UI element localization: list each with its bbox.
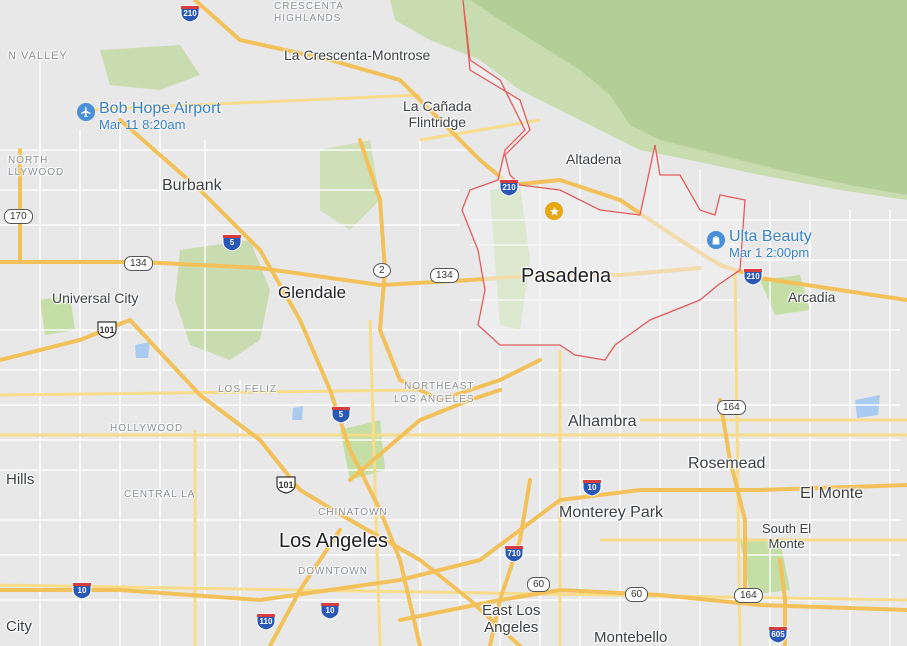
label-el-monte[interactable]: El Monte [800, 485, 864, 502]
label-la-crescenta[interactable]: La Crescenta-Montrose [284, 47, 431, 63]
poi-airport-name: Bob Hope Airport [99, 100, 221, 117]
label-crescenta: CRESCENTA [274, 1, 344, 12]
label-east-los-angeles-line1: East Los [482, 602, 541, 619]
label-northeast-la: LOS ANGELES [394, 394, 475, 405]
interstate-10-east-number: 10 [587, 483, 597, 492]
interstate-605-number: 605 [771, 630, 785, 639]
label-monterey-park[interactable]: Monterey Park [559, 504, 664, 521]
national-forest-area [470, 0, 907, 195]
us-route-101-south-number: 101 [278, 480, 294, 490]
state-route-2-icon: 2 [373, 263, 391, 278]
label-la-canada-line1: La Cañada [403, 98, 472, 114]
interstate-110-number: 110 [259, 617, 273, 626]
interstate-10-shield-icon: 10 [320, 600, 340, 620]
state-route-60-west-icon: 60 [527, 577, 551, 592]
label-east-los-angeles[interactable]: East Los Angeles [482, 602, 540, 637]
poi-ulta-beauty[interactable]: Ulta Beauty Mar 1 2:00pm [707, 228, 812, 260]
pasadena-boundary [461, 0, 746, 361]
interstate-710-number: 710 [507, 549, 521, 558]
interstate-210-shield-icon: 210 [499, 177, 519, 197]
label-chinatown: CHINATOWN [318, 507, 388, 518]
starred-place-star-icon[interactable] [545, 202, 563, 220]
label-north-hollywood-1: NORTH [8, 155, 49, 166]
interstate-10-center-number: 10 [325, 606, 335, 615]
interstate-5-shield-icon: 5 [222, 232, 242, 252]
label-south-el-monte-line1: South El [762, 521, 812, 536]
interstate-5-north-number: 5 [229, 238, 235, 247]
label-altadena[interactable]: Altadena [566, 151, 622, 167]
lake-east [855, 395, 880, 418]
state-route-60-east-icon: 60 [625, 587, 649, 602]
label-northeast: NORTHEAST [404, 381, 475, 392]
reservoir-west [135, 342, 150, 358]
griffith-park [175, 240, 270, 360]
label-hollywood: HOLLYWOOD [110, 423, 184, 434]
label-universal-city[interactable]: Universal City [52, 290, 139, 306]
silver-lake [292, 406, 303, 420]
poi-ulta-detail: Mar 1 2:00pm [729, 244, 810, 260]
interstate-10-shield-icon: 10 [72, 580, 92, 600]
interstate-210-shield-icon: 210 [180, 3, 200, 23]
label-n-valley: N VALLEY [8, 50, 68, 62]
label-east-los-angeles-line2: Angeles [484, 619, 539, 637]
label-los-angeles[interactable]: Los Angeles [279, 530, 388, 552]
label-rosemead[interactable]: Rosemead [688, 455, 766, 472]
label-arcadia[interactable]: Arcadia [788, 289, 836, 305]
poi-airport-detail: Mar 11 8:20am [99, 116, 186, 132]
us-route-101-north-number: 101 [99, 325, 115, 335]
label-los-feliz: LOS FELIZ [218, 384, 278, 395]
label-highlands: HIGHLANDS [274, 13, 342, 24]
us-route-101-south-icon: 101 [275, 476, 297, 494]
interstate-110-shield-icon: 110 [256, 611, 276, 631]
interstate-5-shield-icon: 5 [331, 404, 351, 424]
state-route-164-north-icon: 164 [717, 400, 746, 415]
label-north-hollywood-2: LLYWOOD [8, 167, 65, 178]
interstate-210-top-number: 210 [183, 9, 197, 18]
interstate-605-shield-icon: 605 [768, 624, 788, 644]
label-south-el-monte-line2: Monte [768, 535, 805, 551]
state-route-164-south-icon: 164 [734, 588, 763, 603]
verdugo-mountains [320, 140, 380, 230]
airplane-icon [77, 103, 95, 121]
interstate-210-shield-icon: 210 [743, 266, 763, 286]
state-route-170-icon: 170 [4, 209, 33, 224]
us-route-101-north-icon: 101 [96, 321, 118, 339]
park-west [40, 295, 75, 335]
poi-bob-hope-airport[interactable]: Bob Hope Airport Mar 11 8:20am [77, 100, 221, 132]
interstate-5-south-number: 5 [338, 410, 344, 419]
state-route-134-west-icon: 134 [124, 256, 153, 271]
label-downtown: DOWNTOWN [298, 566, 369, 577]
label-la-canada-line2: Flintridge [408, 114, 467, 131]
label-pasadena[interactable]: Pasadena [521, 265, 612, 287]
interstate-210-right-number: 210 [746, 272, 760, 281]
label-glendale[interactable]: Glendale [278, 283, 347, 302]
label-hills[interactable]: Hills [6, 471, 35, 488]
label-burbank[interactable]: Burbank [162, 177, 222, 194]
verdugo-hills [100, 45, 200, 90]
label-central-la: CENTRAL LA [124, 489, 196, 500]
interstate-210-mid-number: 210 [502, 183, 516, 192]
shopping-bag-icon [707, 231, 725, 249]
label-city[interactable]: City [6, 618, 32, 635]
interstate-10-shield-icon: 10 [582, 477, 602, 497]
label-montebello[interactable]: Montebello [594, 629, 668, 646]
interstate-10-west-number: 10 [77, 586, 87, 595]
label-la-canada[interactable]: La Cañada Flintridge [403, 98, 472, 130]
label-south-el-monte[interactable]: South El Monte [762, 521, 812, 552]
whittier-narrows [740, 540, 790, 595]
interstate-710-shield-icon: 710 [504, 543, 524, 563]
label-alhambra[interactable]: Alhambra [568, 413, 637, 430]
state-route-134-east-icon: 134 [430, 268, 459, 283]
poi-ulta-name: Ulta Beauty [729, 228, 812, 245]
